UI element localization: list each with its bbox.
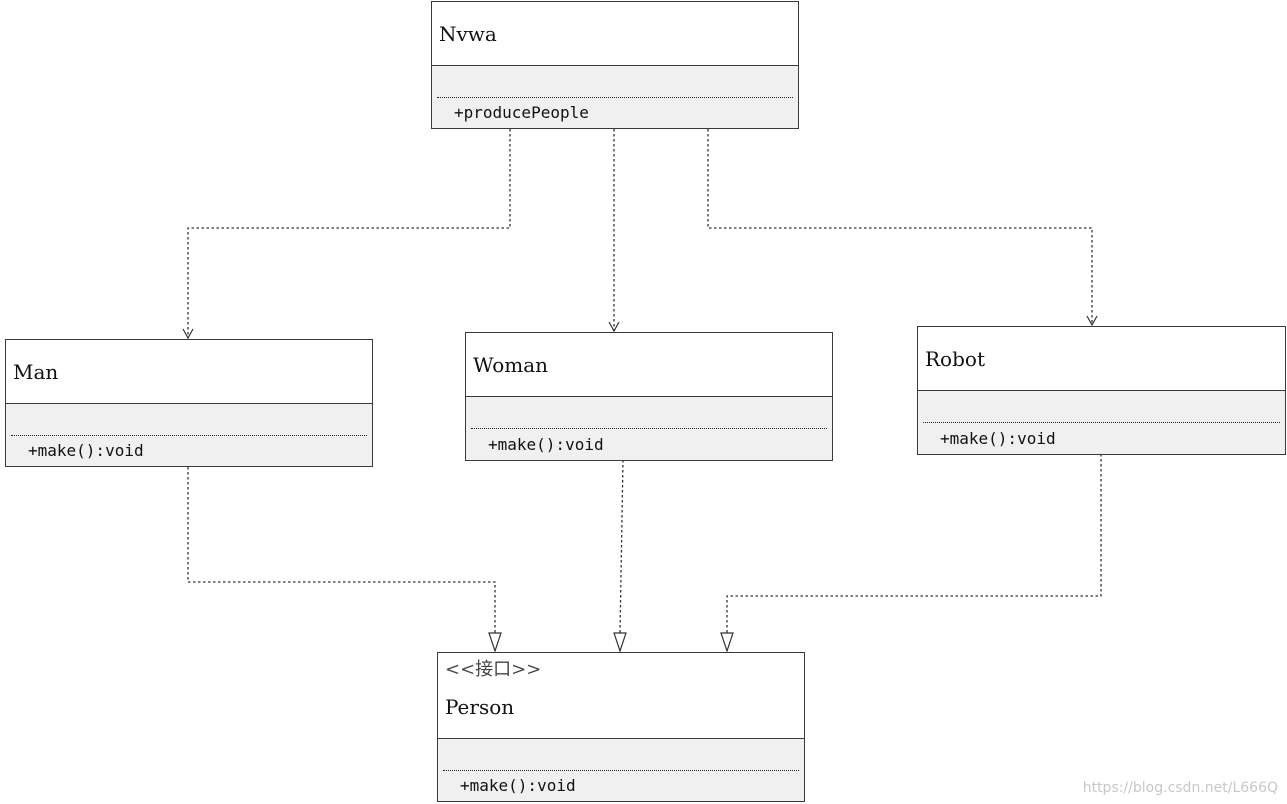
compartment-divider [11, 435, 367, 436]
realization-arrowhead-man [488, 632, 502, 653]
class-operation: +make():void [940, 429, 1056, 448]
dependency-nvwa-robot [707, 129, 1093, 325]
class-body-section: +make():void [918, 391, 1285, 454]
class-name: Person [445, 695, 515, 719]
compartment-divider [923, 422, 1280, 423]
dependency-arrowhead-robot [1086, 315, 1098, 327]
class-name: Woman [473, 353, 549, 377]
dependency-nvwa-man [187, 129, 511, 338]
dependency-arrowhead-woman [608, 321, 620, 333]
class-name-section: Robot [918, 327, 1285, 391]
class-body-section: +producePeople [432, 66, 798, 128]
class-name: Nvwa [439, 22, 497, 46]
class-man[interactable]: Man +make():void [5, 339, 373, 467]
compartment-divider [443, 770, 799, 771]
class-name-section: Woman [466, 333, 832, 397]
class-name: Man [13, 360, 59, 384]
class-person[interactable]: <<接口>> Person +make():void [437, 652, 805, 802]
realization-robot-person [726, 454, 1102, 633]
class-name-section: Man [6, 340, 372, 404]
class-body-section: +make():void [438, 739, 804, 801]
realization-arrowhead-robot [720, 632, 734, 653]
class-body-section: +make():void [6, 404, 372, 466]
class-woman[interactable]: Woman +make():void [465, 332, 833, 461]
class-operation: +make():void [28, 441, 144, 460]
class-robot[interactable]: Robot +make():void [917, 326, 1286, 455]
dependency-arrowhead-man [182, 328, 194, 340]
class-name: Robot [925, 347, 985, 371]
compartment-divider [471, 428, 827, 429]
class-stereotype: <<接口>> [445, 659, 542, 680]
realization-woman-person [619, 459, 624, 634]
realization-man-person [187, 467, 496, 633]
class-operation: +make():void [488, 435, 604, 454]
watermark: https://blog.csdn.net/L666Q [1082, 780, 1278, 796]
class-name-section: Nvwa [432, 2, 798, 66]
class-operation: +make():void [460, 776, 576, 795]
class-name-section: <<接口>> Person [438, 653, 804, 739]
compartment-divider [437, 97, 793, 98]
class-operation: +producePeople [454, 103, 589, 122]
realization-arrowhead-woman [613, 632, 627, 653]
class-body-section: +make():void [466, 397, 832, 460]
class-nvwa[interactable]: Nvwa +producePeople [431, 1, 799, 129]
